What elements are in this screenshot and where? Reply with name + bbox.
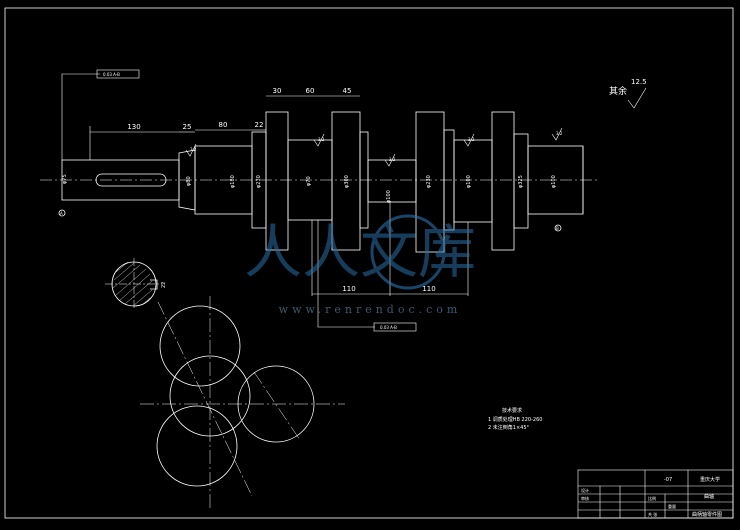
tb-scale: 比例 bbox=[648, 495, 656, 501]
dim-110-left: 110 bbox=[342, 285, 355, 293]
dim-25: 25 bbox=[183, 123, 192, 131]
dia-end2: φ100 bbox=[551, 175, 557, 188]
tolerance-frame-top bbox=[96, 69, 140, 79]
section-dim: 22 bbox=[161, 282, 167, 288]
datum-a-symbol bbox=[58, 209, 66, 217]
dim-80: 80 bbox=[219, 121, 228, 129]
roughness-mark-2: 3.2 bbox=[389, 157, 396, 162]
dim-22: 22 bbox=[255, 121, 264, 129]
dim-30: 30 bbox=[273, 87, 282, 95]
datum-a-label: A bbox=[60, 211, 63, 216]
roughness-mark-3: 3.2 bbox=[468, 137, 475, 142]
dia-seat: φ80 bbox=[186, 176, 192, 186]
dim-60: 60 bbox=[306, 87, 315, 95]
title-part-name: 曲轴 bbox=[704, 493, 714, 500]
dimension-lines bbox=[61, 73, 469, 328]
dim-45: 45 bbox=[343, 87, 352, 95]
title-part-no: -07 bbox=[664, 477, 672, 483]
tb-designer: 设计 bbox=[581, 487, 589, 493]
roughness-value: 12.5 bbox=[631, 78, 647, 86]
title-university: 重庆大学 bbox=[700, 476, 720, 483]
watermark-url: www.renrendoc.com bbox=[279, 303, 462, 316]
roughness-label: 其余 bbox=[609, 85, 627, 97]
roughness-mark-5: 3.2 bbox=[190, 147, 197, 152]
dia-web3: φ230 bbox=[426, 175, 432, 188]
tolerance-bottom-text: 0.03 A-B bbox=[380, 325, 397, 330]
dia-shoulder1: φ180 bbox=[230, 175, 236, 188]
roughness-mark-1: 3.2 bbox=[318, 137, 325, 142]
title-drawing-title: 曲柄轴零件图 bbox=[692, 511, 722, 518]
end-view bbox=[140, 296, 345, 510]
title-block bbox=[577, 469, 734, 519]
tech-notes-line1: 1 调质处理HB 220-260 bbox=[488, 416, 542, 423]
dim-110-right: 110 bbox=[422, 285, 435, 293]
roughness-symbols bbox=[185, 87, 647, 167]
dia-end: φ75 bbox=[62, 174, 68, 184]
dim-130: 130 bbox=[127, 123, 140, 131]
tolerance-top-text: 0.03 A-B bbox=[103, 72, 120, 77]
tech-notes-heading: 技术要求 bbox=[502, 407, 522, 414]
dia-shaft3: φ100 bbox=[466, 175, 472, 188]
watermark-brand: 人人文库 bbox=[244, 218, 476, 286]
dia-pin1: φ70 bbox=[306, 176, 312, 186]
tb-weight: 重量 bbox=[668, 503, 676, 509]
tech-notes-line2: 2 未注倒角1×45° bbox=[488, 424, 530, 431]
roughness-mark-4: 3.2 bbox=[556, 131, 563, 136]
tb-sheet: 共 张 bbox=[648, 511, 657, 517]
datum-b-label: B bbox=[556, 226, 559, 231]
tolerance-frame-bottom bbox=[373, 322, 417, 332]
dia-web2: φ300 bbox=[344, 175, 350, 188]
dia-web4: φ325 bbox=[518, 175, 524, 188]
dia-pin2: φ100 bbox=[386, 190, 392, 203]
datum-b-symbol bbox=[554, 224, 562, 232]
dia-web1: φ230 bbox=[256, 175, 262, 188]
drawing-border bbox=[4, 7, 734, 519]
tb-checker: 审核 bbox=[581, 495, 589, 501]
section-view bbox=[105, 258, 163, 310]
watermark: 人人文库 www.renrendoc.com bbox=[244, 214, 476, 316]
